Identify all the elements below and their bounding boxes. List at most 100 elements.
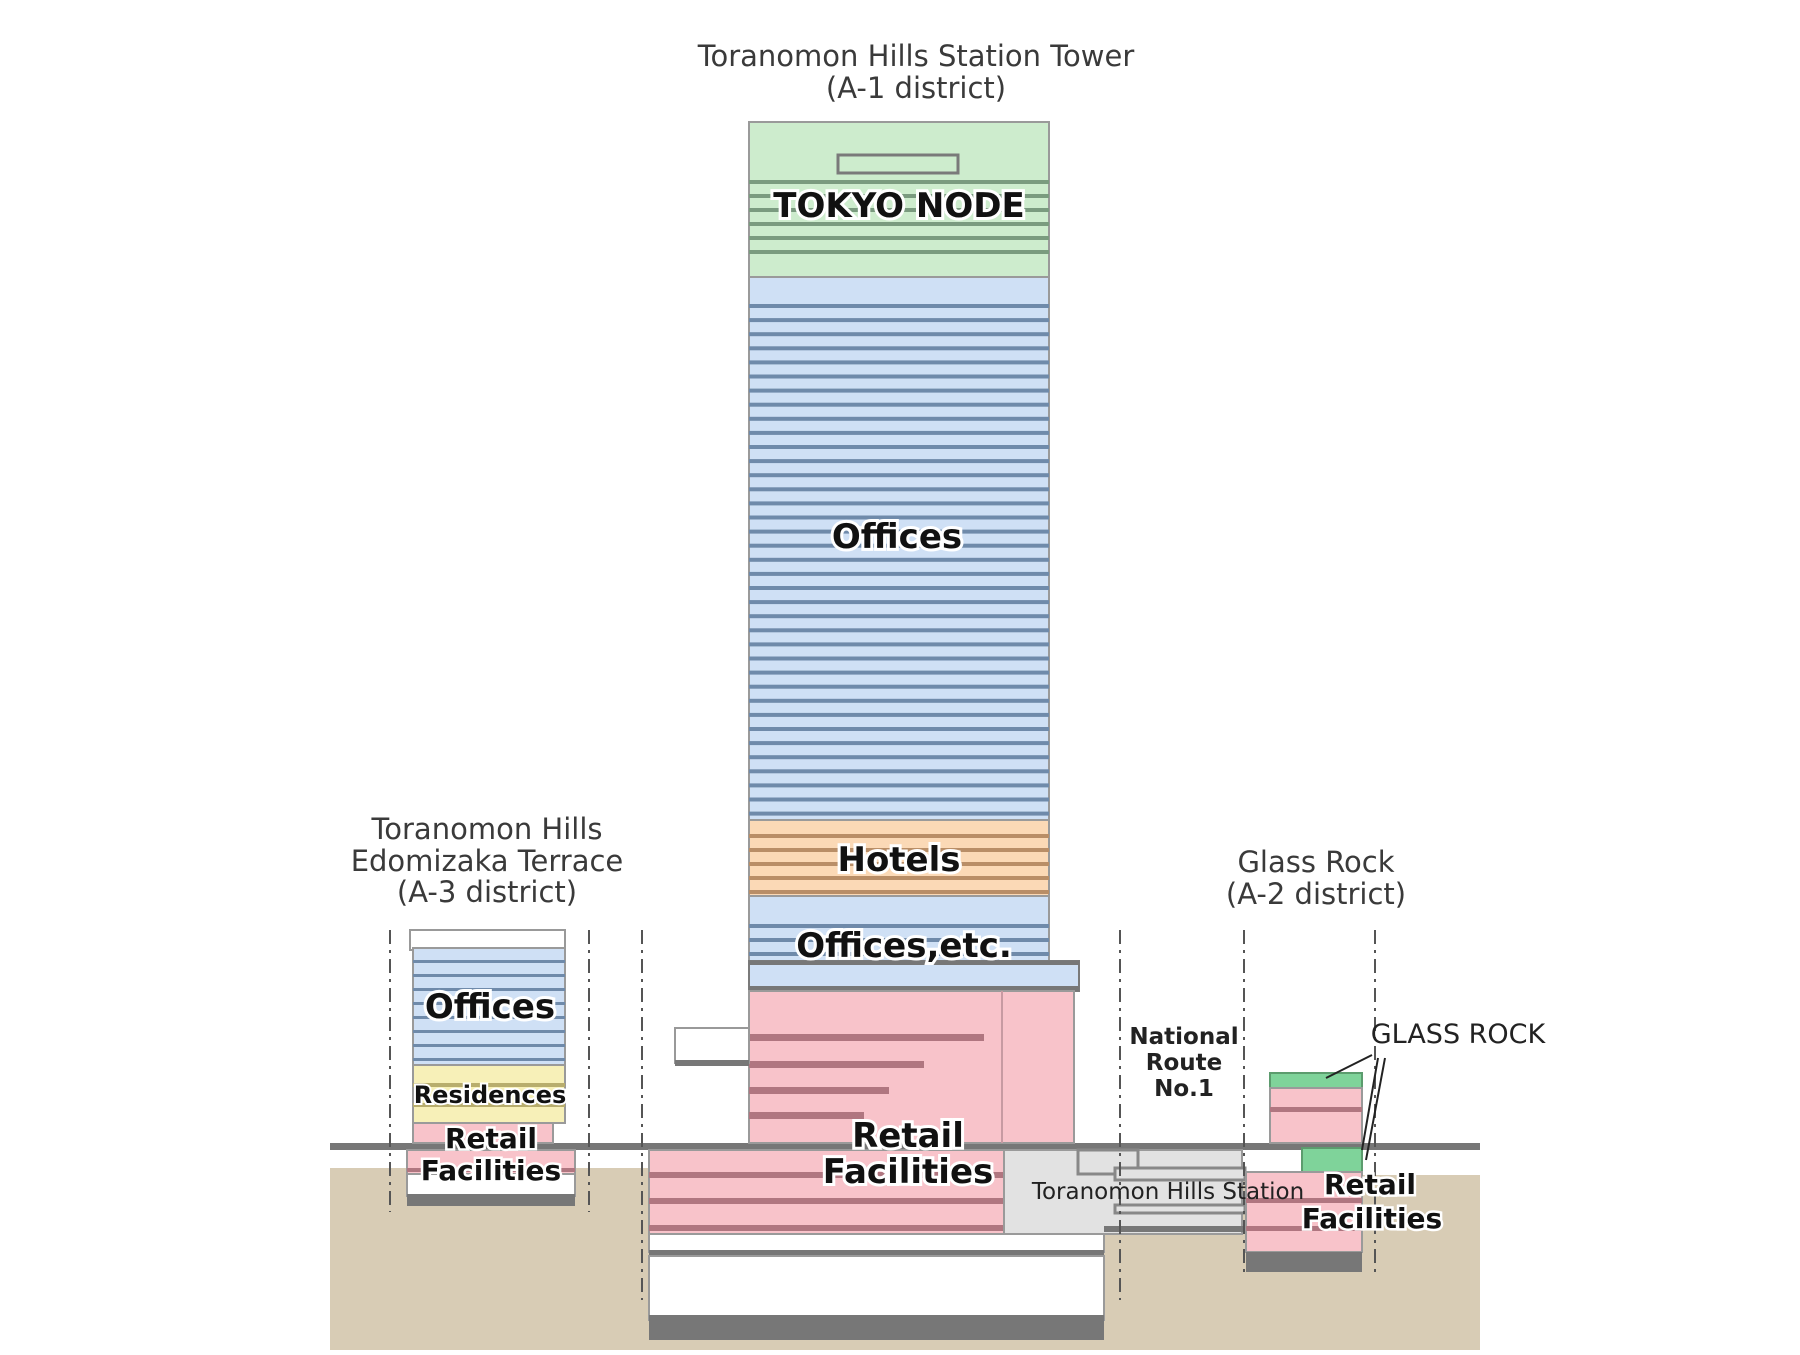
office-floor-line: [749, 402, 1049, 407]
hotel-floor-line: [749, 848, 1049, 852]
office-floor-line: [749, 614, 1049, 619]
label-residences-a3: Residences: [414, 1081, 567, 1109]
a2-retail-upper: [1269, 1087, 1363, 1144]
office-floor-line: [749, 529, 1049, 534]
office-floor-line: [749, 346, 1049, 351]
a2-title-line2: (A-2 district): [1226, 877, 1406, 911]
a3-office-floor-line: [413, 1002, 565, 1005]
offices-etc-block: [748, 895, 1050, 962]
tokyo-node-floor-line: [749, 222, 1049, 226]
a3-title-line2: Edomizaka Terrace: [351, 844, 624, 878]
basement-white-2: [648, 1255, 1105, 1321]
a3-title-line3: (A-3 district): [397, 875, 577, 909]
office-floor-line: [749, 416, 1049, 421]
tokyo-node-floor-line: [749, 194, 1049, 198]
a3-office-floor-line: [413, 974, 565, 977]
offices-etc-floor-line: [749, 952, 1049, 956]
a1-title-line1: Toranomon Hills Station Tower: [697, 39, 1135, 73]
office-floor-line: [749, 755, 1049, 760]
offices-floor-lines: [749, 304, 1049, 816]
label-hotels: Hotels: [837, 840, 960, 880]
label-station: Toranomon Hills Station: [1031, 1179, 1304, 1205]
office-floor-line: [749, 670, 1049, 675]
basement-white-1: [648, 1233, 1105, 1253]
office-floor-line: [749, 304, 1049, 308]
hotels-block: [748, 819, 1050, 897]
hotel-floor-line: [749, 862, 1049, 866]
label-tokyo-node: TOKYO NODE: [773, 186, 1024, 226]
hotels-floor-lines: [749, 834, 1049, 894]
a1-title-line2: (A-1 district): [826, 71, 1006, 105]
office-floor-line: [749, 473, 1049, 478]
a3-office-floor-line: [413, 1044, 565, 1047]
office-floor-line: [749, 727, 1049, 731]
a3-res-line-1: [413, 1083, 565, 1087]
office-floor-line: [749, 515, 1049, 520]
office-floor-line: [749, 600, 1049, 605]
office-floor-line: [749, 811, 1049, 816]
a3-retail-bar: [407, 1168, 575, 1172]
office-floor-line: [749, 684, 1049, 689]
label-route-1: National: [1129, 1024, 1238, 1050]
a2-building: [1245, 1072, 1363, 1272]
ledge-dark-line: [749, 986, 1079, 991]
label-offices-a3: Offices: [425, 987, 555, 1027]
tokyo-node-floor-line: [749, 236, 1049, 240]
label-glass-rock: GLASS ROCK: [1371, 1019, 1547, 1050]
podium-bar-4: [749, 1112, 864, 1119]
office-floor-line: [749, 318, 1049, 323]
offices-etc-floor-line: [749, 924, 1049, 928]
office-floor-line: [749, 487, 1049, 492]
a2-green-lower: [1301, 1147, 1363, 1173]
office-floor-line: [749, 656, 1049, 661]
label-retail-main-1: Retail: [852, 1116, 964, 1156]
glass-rock-pointer-3: [1361, 1057, 1379, 1151]
office-floor-line: [749, 628, 1049, 633]
office-floor-line: [749, 698, 1049, 703]
a3-office-floor-line: [413, 988, 565, 991]
office-floor-line: [749, 741, 1049, 746]
office-floor-line: [749, 430, 1049, 435]
label-retail-a3-2: Facilities: [421, 1154, 561, 1187]
a3-building: [406, 929, 576, 1206]
a3-basement-bottom: [407, 1194, 575, 1206]
a3-office-floor-line: [413, 1030, 565, 1033]
a3-offices-floor-lines: [413, 960, 565, 1061]
a3-office-floor-line: [413, 960, 565, 963]
office-floor-line: [749, 586, 1049, 590]
office-floor-line: [749, 459, 1049, 464]
label-retail-a2-2: Facilities: [1302, 1202, 1442, 1235]
basement-bar-2: [649, 1198, 1004, 1204]
office-floor-line: [749, 783, 1049, 788]
offices-etc-floor-lines: [749, 924, 1049, 956]
basement-retail: [648, 1149, 1005, 1235]
a2-green-top: [1269, 1072, 1363, 1089]
basement-bar-1: [649, 1172, 1004, 1178]
station-floor: [1104, 1226, 1244, 1232]
a2-basement: [1246, 1252, 1362, 1272]
station-platform-3: [1113, 1203, 1247, 1215]
a2-retail-bar: [1270, 1107, 1362, 1112]
a3-office-floor-line: [413, 1058, 565, 1061]
office-floor-line: [749, 557, 1049, 562]
office-floor-line: [749, 445, 1049, 449]
podium-bar-1: [749, 1034, 984, 1041]
label-offices-main: Offices: [832, 517, 962, 557]
office-floor-line: [749, 712, 1049, 717]
label-retail-a3-1: Retail: [445, 1122, 537, 1155]
tokyo-node-floor-line: [749, 250, 1049, 254]
a3-res-line-2: [413, 1103, 565, 1107]
office-floor-line: [749, 769, 1049, 774]
a2-retail-lower: [1245, 1171, 1363, 1253]
a2-retail-lower-bar-2: [1246, 1226, 1362, 1231]
a2-retail-lower-bar-1: [1246, 1198, 1362, 1203]
a3-residences: [412, 1064, 566, 1124]
offices-etc-floor-line: [749, 938, 1049, 942]
hotel-floor-line: [749, 834, 1049, 838]
glass-rock-pointer-2: [1365, 1057, 1386, 1161]
office-floor-line: [749, 332, 1049, 337]
tokyo-node-rooftop: [836, 153, 960, 175]
podium-canopy-base: [675, 1060, 749, 1066]
office-floor-line: [749, 642, 1049, 647]
